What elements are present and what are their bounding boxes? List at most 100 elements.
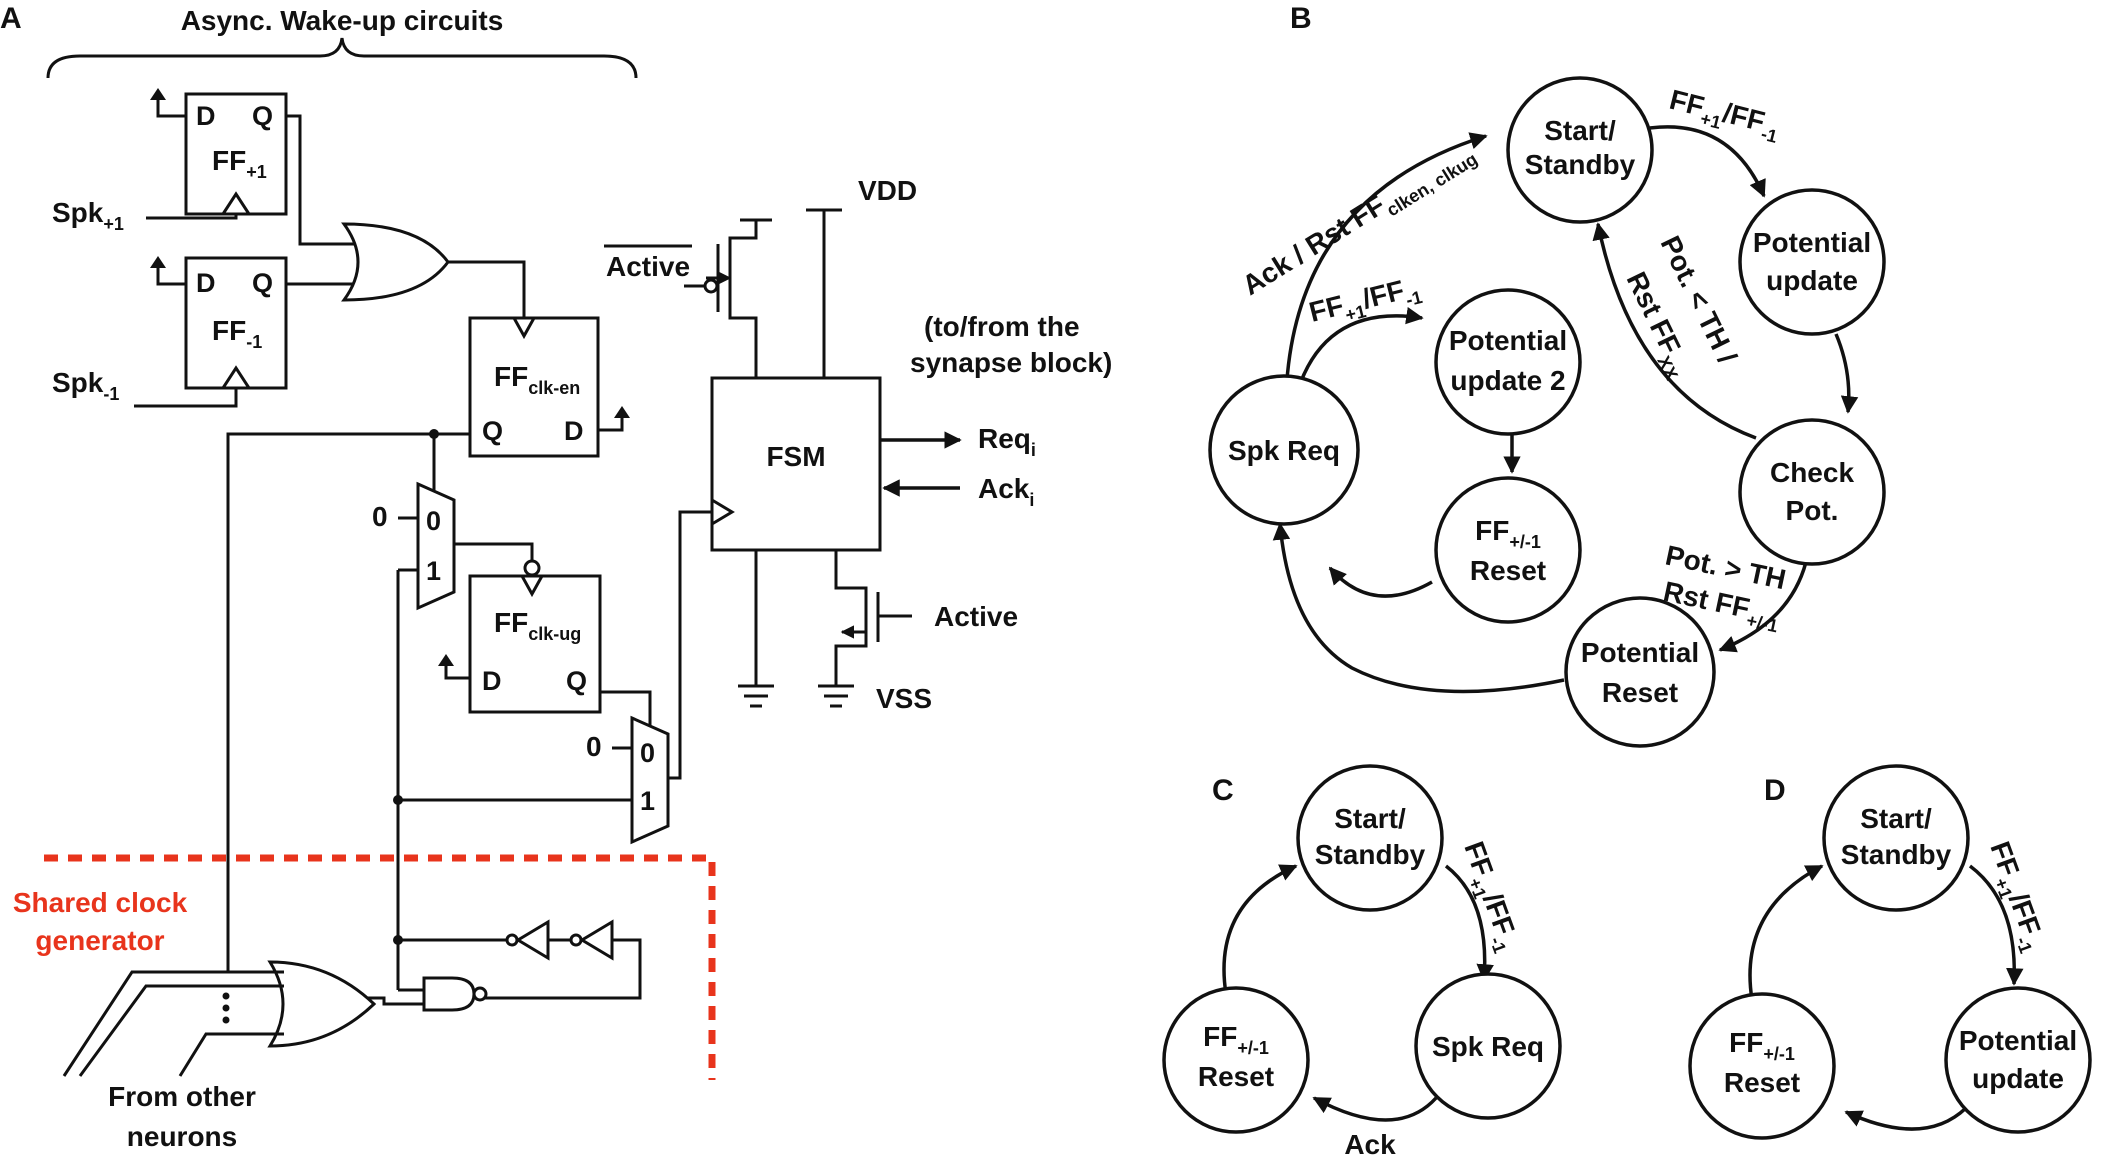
ff-plus1-tiehigh-icon	[150, 88, 166, 100]
svg-text:Reset: Reset	[1602, 677, 1678, 708]
panel-b-label: B	[1290, 2, 1312, 35]
from-other-2: neurons	[127, 1121, 237, 1152]
node-potential-update: Potential update	[1738, 188, 1886, 336]
d-node-start: Start/ Standby	[1822, 764, 1970, 912]
ff-clkug-box	[468, 574, 602, 714]
ff-clkug-d: D	[482, 666, 502, 696]
mux1	[416, 481, 456, 611]
mux1-out-wire	[454, 542, 534, 560]
inverter1-bubble	[505, 933, 519, 947]
svg-text:Spk Req: Spk Req	[1432, 1031, 1544, 1062]
ff-clken-box	[468, 316, 600, 458]
edge-label-ff: FF+1/FF-1	[1665, 84, 1783, 147]
ff-clken-tiehigh-icon	[614, 406, 630, 418]
ff-minus1-d-tie	[156, 266, 186, 286]
d-edge-start-to-pot	[1968, 864, 2024, 986]
ff-clken-d: D	[564, 416, 584, 446]
ff-clken-clk-icon	[512, 317, 536, 340]
edge-spk-to-pot2	[1298, 306, 1424, 385]
svg-text:FF+/-1: FF+/-1	[1729, 1027, 1795, 1064]
ff-clkug-q-wire	[600, 690, 652, 730]
ff-minus1-clk-icon	[221, 365, 251, 389]
synapse-line2: synapse block)	[910, 347, 1112, 378]
shared-clock-label-2: generator	[35, 925, 164, 956]
nmos-transistor	[834, 550, 868, 686]
inverter2-bubble	[569, 933, 583, 947]
node-spk-req: Spk Req	[1208, 374, 1360, 526]
ff-clken-label: FFclk-en	[494, 361, 580, 398]
svg-text:Pot.: Pot.	[1786, 495, 1839, 526]
d-edge-label-ff: FF+1/FF-1	[1979, 837, 2052, 956]
mux2-0: 0	[640, 738, 655, 768]
panel-c: C FF+1/FF-1 Ack Start/ Standby Spk Req F…	[1162, 764, 1562, 1160]
ff-clkug-label: FFclk-ug	[494, 607, 581, 644]
ff-plus1-q: Q	[252, 101, 273, 131]
vss-ground-icon	[818, 684, 854, 708]
node-potential-update-2: Potential update 2	[1434, 288, 1582, 436]
svg-text:Reset: Reset	[1724, 1067, 1800, 1098]
spk-minus1-wire	[134, 388, 238, 408]
vss-label: VSS	[876, 683, 932, 714]
edge-label-ack-rst: Ack / Rst FFclken, clkug	[1237, 134, 1481, 306]
ff-clken-q: Q	[482, 416, 503, 446]
c-edge-ff-to-start	[1222, 864, 1298, 995]
edge-check-to-reset	[1718, 561, 1808, 653]
edge-start-to-pot	[1649, 125, 1766, 198]
ground-icon	[738, 684, 774, 708]
or-to-nand-wire	[364, 996, 424, 1006]
osc-feedback-wire	[484, 938, 642, 1000]
fsm-box	[710, 376, 882, 552]
fsm-label: FSM	[766, 441, 825, 472]
panel-a-label: A	[0, 2, 22, 35]
buffer1-icon	[515, 919, 550, 961]
svg-text:Start/: Start/	[1860, 803, 1932, 834]
buffer2-icon	[579, 919, 614, 961]
svg-text:update 2: update 2	[1450, 365, 1565, 396]
pmos-transistor	[716, 218, 772, 378]
mux2-const0: 0	[586, 731, 602, 762]
shared-clock-boundary	[44, 854, 716, 1080]
nand-in-wire	[396, 960, 424, 992]
wakeup-brace	[46, 37, 638, 79]
svg-text:FF+/-1: FF+/-1	[1203, 1021, 1269, 1058]
ff-plus1-d-tie	[156, 98, 186, 118]
shared-clock-label-1: Shared clock	[13, 887, 188, 918]
ff-minus1-d: D	[196, 268, 216, 298]
junction-dot	[393, 795, 403, 805]
fsm-clk-icon	[711, 498, 735, 526]
from-other-1: From other	[108, 1081, 256, 1112]
pmos-gate-bubble	[703, 278, 719, 294]
ff-minus1-q: Q	[252, 268, 273, 298]
ff-plus1-d: D	[196, 101, 216, 131]
panel-a: A Async. Wake-up circuits D Q FF+1 D Q F…	[0, 2, 1112, 1152]
mux2	[630, 715, 670, 845]
svg-text:Potential: Potential	[1753, 227, 1871, 258]
vdd-label: VDD	[858, 175, 917, 206]
svg-text:Start/: Start/	[1544, 115, 1616, 146]
node-check-pot: Check Pot.	[1738, 418, 1886, 566]
edge-pot-to-check	[1834, 333, 1859, 414]
ff-plus1-label: FF+1	[212, 145, 267, 182]
nmos-gate	[876, 592, 912, 642]
svg-text:Potential: Potential	[1581, 637, 1699, 668]
svg-text:FF+/-1: FF+/-1	[1475, 515, 1541, 552]
c-edge-label-ack: Ack	[1344, 1129, 1396, 1160]
panel-c-label: C	[1212, 774, 1234, 807]
c-edge-spk-to-ff	[1312, 1096, 1438, 1122]
ff-clkug-clk-icon	[520, 575, 544, 598]
d-edge-pot-to-ff	[1844, 1106, 1968, 1131]
svg-text:Standby: Standby	[1525, 149, 1636, 180]
mux2-out-wire	[668, 510, 712, 780]
other-neurons-wires	[62, 970, 284, 1077]
panel-b: B FF+1/FF-1 Ack / Rst FFclken, clkug FF+…	[1208, 2, 1886, 748]
edge-check-to-start	[1592, 222, 1757, 440]
svg-text:Potential: Potential	[1449, 325, 1567, 356]
svg-text:Spk Req: Spk Req	[1228, 435, 1340, 466]
svg-text:Potential: Potential	[1959, 1025, 2077, 1056]
c-node-start: Start/ Standby	[1296, 764, 1444, 912]
clken-q-wire	[226, 432, 470, 944]
mux2-1: 1	[640, 786, 655, 816]
d-edge-ff-to-start	[1748, 864, 1824, 1001]
svg-text:Start/: Start/	[1334, 803, 1406, 834]
